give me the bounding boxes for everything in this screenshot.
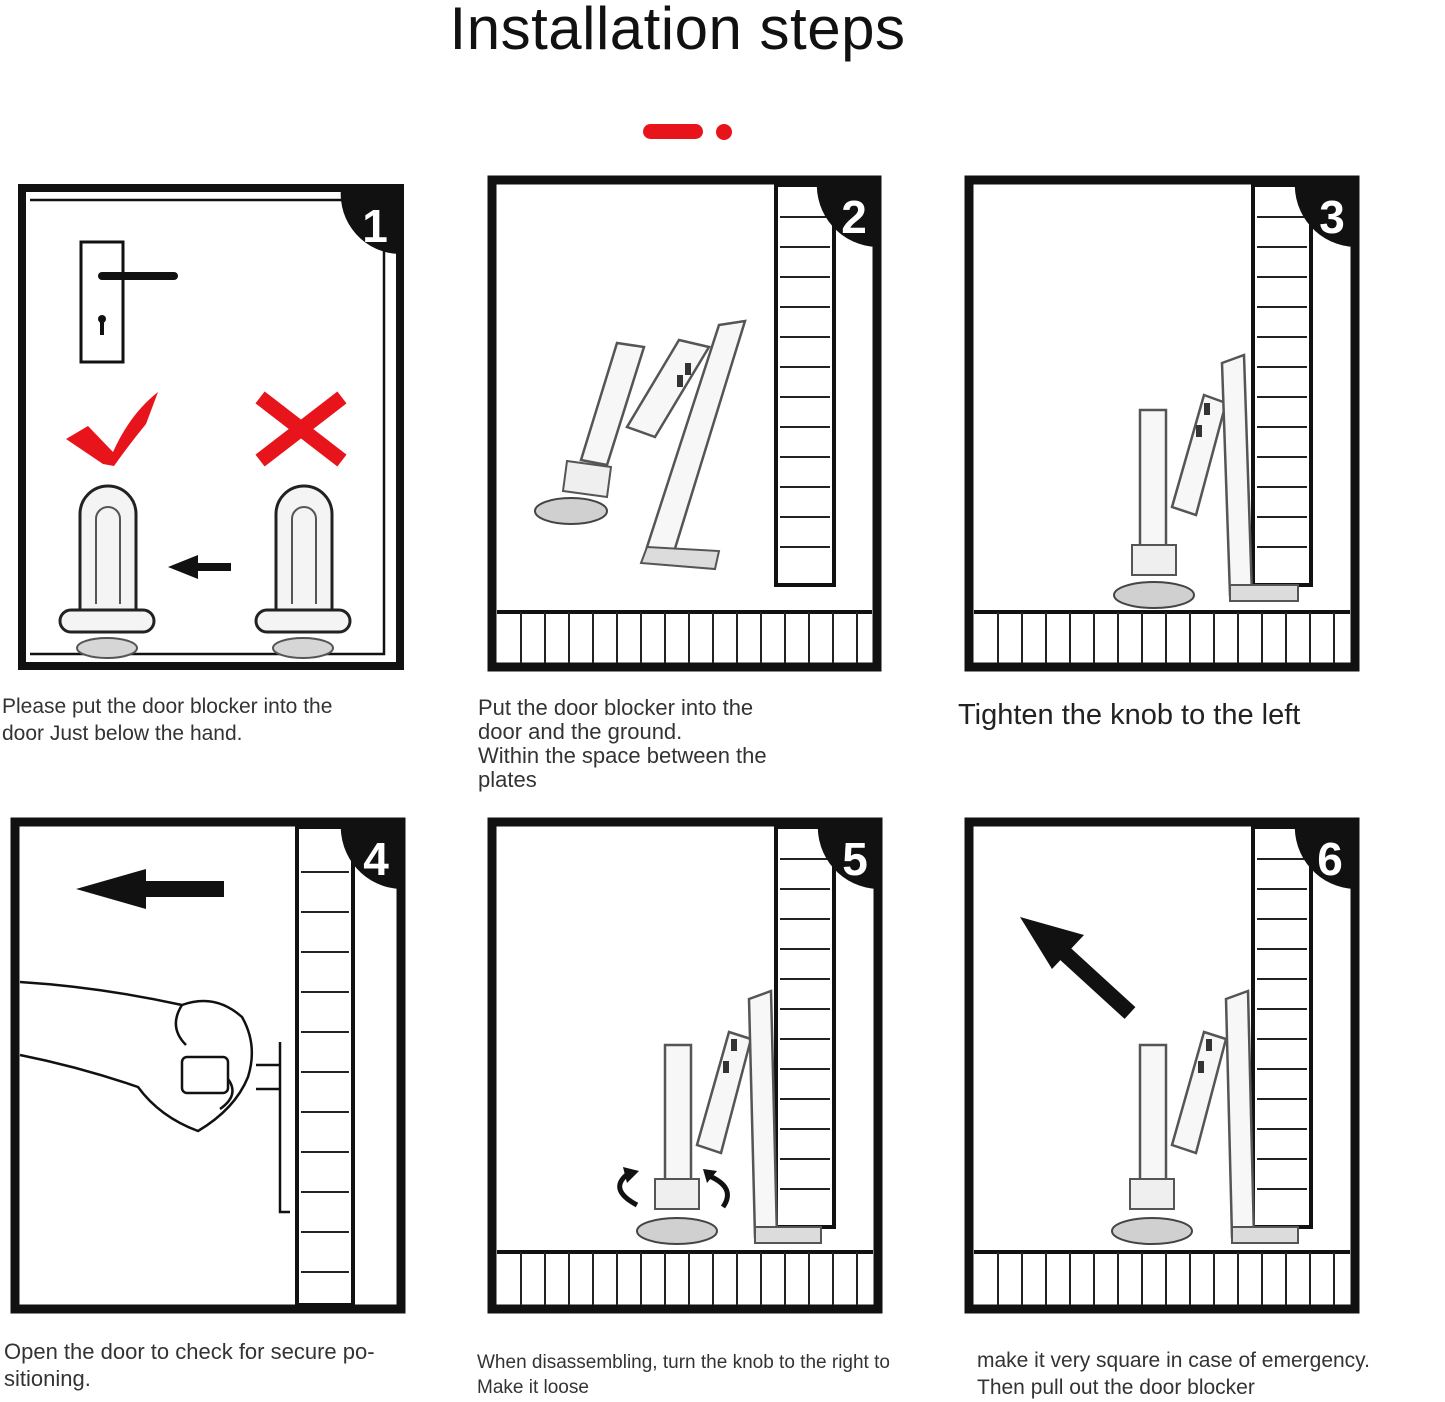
- door-blocker-installed-icon: [1111, 989, 1299, 1245]
- step-number: 5: [842, 833, 868, 885]
- step-2-badge: 2: [816, 180, 877, 247]
- step-number: 3: [1319, 191, 1345, 243]
- step-number: 1: [362, 200, 388, 252]
- floor-strip: [974, 1250, 1350, 1305]
- door-blocker-tilted-icon: [534, 319, 747, 571]
- rotate-arrows-icon: [617, 1167, 730, 1209]
- step-6-caption: make it very square in case of emergency…: [977, 1349, 1370, 1399]
- door-edge: [1251, 183, 1313, 587]
- step-1-badge: 1: [340, 188, 400, 254]
- page-title: Installation steps: [449, 0, 906, 62]
- step-6-panel: 6: [964, 817, 1360, 1314]
- door-edge: [774, 183, 836, 587]
- door-handle-icon: [79, 240, 178, 364]
- door-blocker-wrong-icon: [254, 484, 352, 659]
- hand-icon: [19, 980, 290, 1214]
- step-number: 4: [363, 833, 389, 885]
- accent-dash: [643, 124, 703, 139]
- arrow-left-icon: [76, 869, 224, 909]
- step-3-badge: 3: [1294, 180, 1355, 247]
- step-3-panel: 3: [964, 175, 1360, 672]
- step-1-caption: Please put the door blocker into the doo…: [2, 695, 333, 745]
- step-4-caption: Open the door to check for secure po- si…: [4, 1339, 375, 1391]
- check-icon: [66, 392, 158, 466]
- step-5-badge: 5: [817, 822, 878, 889]
- arrow-up-left-icon: [1020, 917, 1136, 1019]
- cross-icon: [255, 391, 347, 467]
- step-2-caption: Put the door blocker into the door and t…: [478, 695, 767, 792]
- step-4-badge: 4: [340, 822, 401, 889]
- step-number: 6: [1317, 833, 1343, 885]
- step-1-panel: 1: [18, 184, 404, 670]
- door-edge: [774, 825, 836, 1229]
- step-5-caption: When disassembling, turn the knob to the…: [477, 1352, 890, 1398]
- accent-dot: [716, 124, 732, 140]
- step-3-caption: Tighten the knob to the left: [958, 699, 1301, 731]
- door-edge: [295, 825, 355, 1307]
- door-blocker-correct-icon: [58, 484, 156, 659]
- floor-strip: [497, 610, 872, 663]
- step-6-badge: 6: [1294, 822, 1355, 889]
- floor-strip: [497, 1250, 873, 1305]
- step-4-panel: 4: [10, 817, 406, 1314]
- door-edge: [1251, 825, 1313, 1229]
- step-5-panel: 5: [487, 817, 883, 1314]
- floor-strip: [974, 610, 1350, 663]
- step-number: 2: [841, 191, 867, 243]
- step-2-panel: 2: [487, 175, 882, 672]
- door-blocker-installed-icon: [636, 989, 822, 1245]
- arrow-left-icon: [168, 555, 231, 579]
- door-blocker-installed-icon: [1113, 353, 1299, 609]
